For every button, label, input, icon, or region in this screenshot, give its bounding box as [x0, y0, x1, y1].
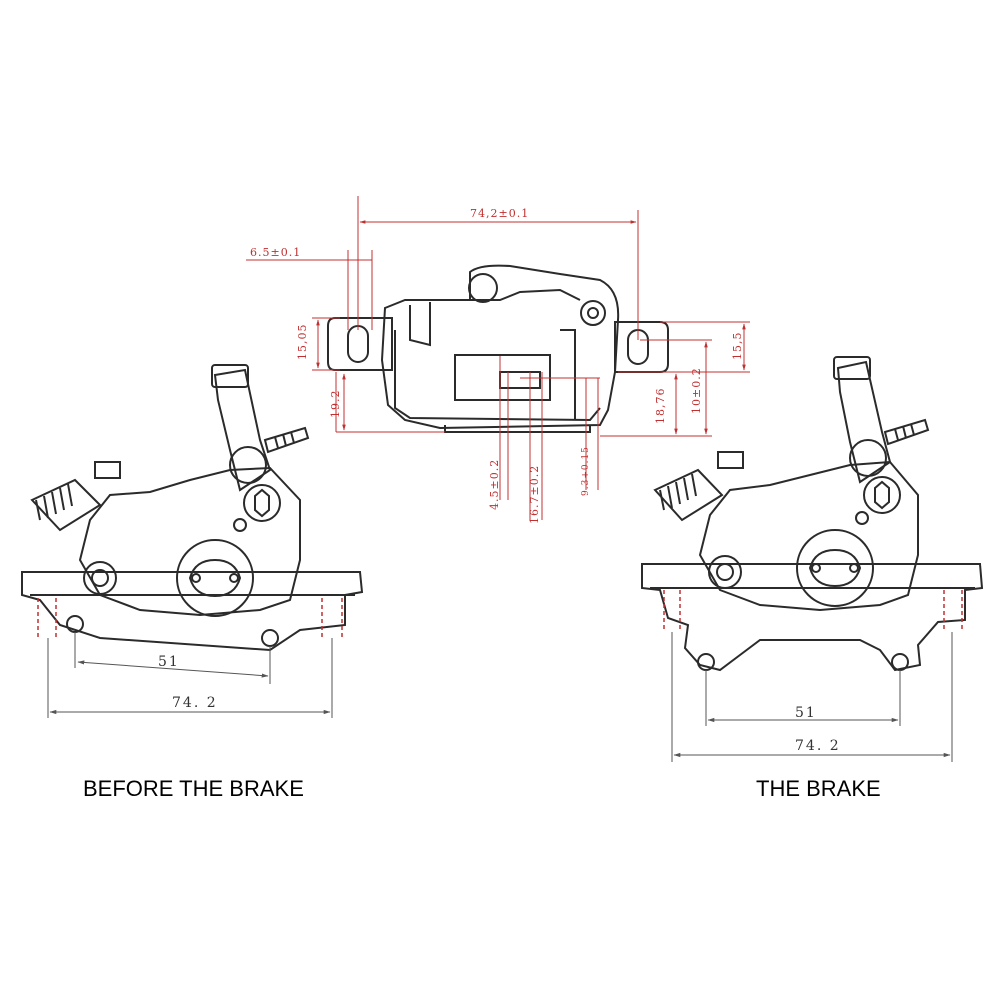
- after-base-plate: [641, 563, 984, 672]
- top-view-dimensions: [246, 196, 750, 520]
- after-hole-right: [891, 653, 909, 671]
- after-hole-left: [697, 653, 715, 671]
- before-base-plate: [21, 571, 364, 652]
- dim-top-right-ear-height: 15,5: [731, 332, 744, 361]
- after-piston: [796, 529, 874, 607]
- dim-top-right-offset-a: 18,76: [654, 388, 667, 425]
- dim-after-overall-width: 74. 2: [795, 738, 841, 754]
- top-left-slot: [347, 325, 369, 363]
- dim-top-left-offset: 19.2: [329, 390, 342, 419]
- after-body: [698, 460, 919, 612]
- top-view: [327, 264, 669, 433]
- caption-before-the-brake: BEFORE THE BRAKE: [83, 776, 304, 801]
- before-mount-bolt: [83, 561, 117, 595]
- dim-top-left-ear-height: 15,05: [296, 324, 309, 361]
- before-view: [21, 364, 364, 652]
- after-adjuster: [653, 468, 724, 522]
- dim-after-hole-spacing: 51: [795, 705, 817, 721]
- top-view-dimension-labels: 74,2±0.1 6.5±0.1 15,05 19.2 15,5 18,76 1…: [250, 207, 744, 524]
- dim-before-hole-spacing: 51: [158, 654, 180, 670]
- before-hole-right: [261, 629, 279, 647]
- dim-top-bottom-a: 4.5±0.2: [488, 459, 501, 510]
- dim-before-overall-width: 74. 2: [172, 695, 218, 711]
- before-piston: [176, 539, 254, 617]
- top-body: [380, 264, 620, 430]
- after-lever: [836, 360, 892, 484]
- after-mount-bolt: [708, 555, 742, 589]
- dim-top-hole-width: 6.5±0.1: [250, 246, 301, 259]
- dim-top-bottom-b: 16.7±0.2: [528, 465, 541, 524]
- top-right-ear: [614, 321, 669, 373]
- dim-top-right-offset-b: 10±0.2: [690, 367, 703, 414]
- before-adjuster: [30, 478, 102, 532]
- after-view-dimensions: [663, 590, 963, 762]
- dim-top-overall-width: 74,2±0.1: [470, 207, 529, 220]
- caption-the-brake: THE BRAKE: [756, 776, 881, 801]
- before-body: [78, 466, 301, 617]
- dim-top-bottom-c: 9.3+0.15: [581, 446, 591, 496]
- before-view-dimensions: [37, 598, 343, 718]
